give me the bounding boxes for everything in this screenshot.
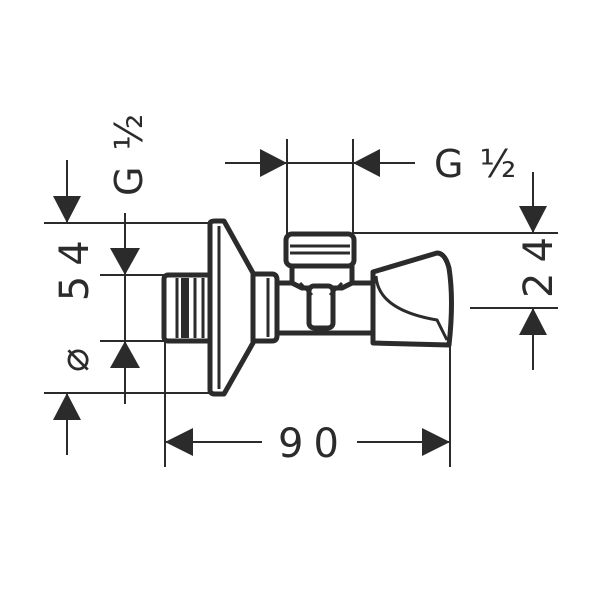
top-thread-label: G ½ [434, 142, 516, 186]
collar [250, 271, 280, 344]
escutcheon-flange [207, 218, 256, 397]
top-thread-letter: G [434, 142, 463, 186]
top-dimension [225, 139, 415, 236]
left-thread-letter: G [107, 167, 151, 196]
overall-length-value: 90 [278, 421, 349, 467]
left-thread-label: G ½ [107, 114, 151, 196]
left-diameter-value: 54 [52, 230, 98, 301]
right-dimension [354, 172, 558, 370]
inner-slot [306, 283, 336, 331]
handle-knob [370, 250, 454, 348]
bottom-dimension [164, 341, 451, 467]
svg-text:⌀ 54: ⌀ 54 [52, 230, 98, 372]
left-inner-dimension [100, 213, 166, 404]
right-offset-label: 24 [516, 227, 562, 298]
svg-text:G ½: G ½ [107, 114, 151, 196]
top-thread-fraction: ½ [480, 142, 517, 186]
outlet-thread [283, 231, 357, 269]
left-diameter-label: ⌀ 54 [52, 230, 98, 372]
left-thread-fraction: ½ [107, 114, 151, 151]
diameter-symbol: ⌀ [52, 338, 98, 372]
right-offset-value: 24 [516, 227, 562, 298]
left-outer-dimension [44, 160, 212, 455]
valve-body [161, 218, 454, 397]
